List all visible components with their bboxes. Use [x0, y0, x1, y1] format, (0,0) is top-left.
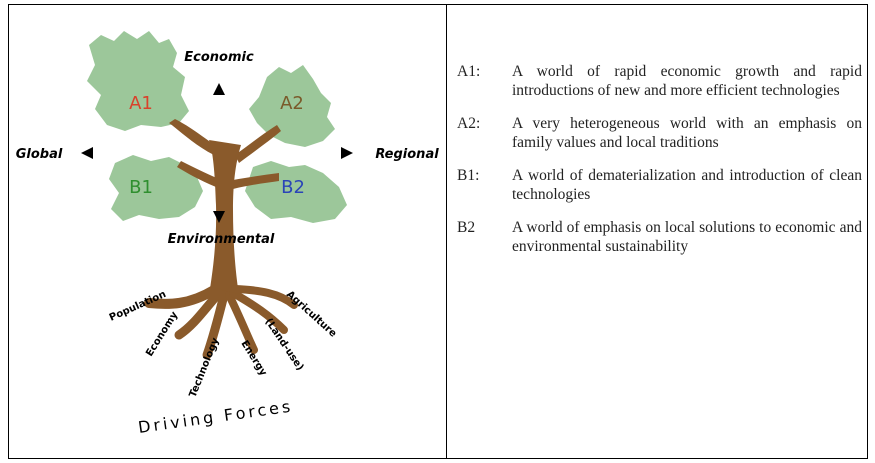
quadrant-label-a2: A2: [280, 93, 304, 114]
root-label-agriculture: Agriculture: [284, 289, 339, 340]
quadrant-label-b1: B1: [129, 177, 153, 198]
legend-code: A1:: [457, 63, 481, 80]
legend-entry-a2: A2: A very heterogeneous world with an e…: [457, 114, 862, 152]
legend-description: A world of rapid economic growth and rap…: [512, 63, 862, 99]
panel-divider: [446, 4, 447, 459]
legend-code: B2: [457, 219, 476, 236]
legend-entry-b1: B1: A world of dematerialization and int…: [457, 166, 862, 204]
foliage-b1: [109, 155, 203, 221]
root-label-technology: Technology: [188, 336, 222, 399]
scenario-tree-diagram: Economic Environmental Global Regional A…: [9, 5, 445, 458]
axis-label-left: Global: [16, 147, 63, 162]
branch-left-upper: [169, 119, 217, 155]
legend-entry-a1: A1: A world of rapid economic growth and…: [457, 62, 862, 100]
figure-frame: [8, 4, 868, 459]
axis-label-top: Economic: [184, 50, 254, 65]
arrow-right-icon: [341, 147, 353, 159]
quadrant-label-b2: B2: [281, 177, 305, 198]
tree-trunk: [209, 140, 241, 295]
roots: [144, 285, 298, 360]
foliage-a2: [249, 65, 335, 147]
legend-code: B1:: [457, 167, 480, 184]
legend-description: A very heterogeneous world with an empha…: [512, 115, 862, 151]
legend-code: A2:: [457, 115, 481, 132]
branch-right-upper: [235, 125, 281, 163]
axis-label-right: Regional: [375, 147, 439, 162]
scenario-legend: A1: A world of rapid economic growth and…: [457, 62, 862, 270]
arrow-left-icon: [81, 147, 93, 159]
quadrant-label-a1: A1: [129, 93, 153, 114]
foliage-a1: [87, 31, 189, 131]
legend-description: A world of emphasis on local solutions t…: [512, 219, 862, 255]
legend-description: A world of dematerialization and introdu…: [512, 167, 862, 203]
branch-right-lower: [233, 173, 279, 189]
driving-forces-caption: Driving Forces: [137, 396, 294, 437]
legend-entry-b2: B2 A world of emphasis on local solution…: [457, 218, 862, 256]
arrow-down-icon: [213, 211, 225, 223]
branch-left-lower: [177, 161, 219, 187]
axis-label-bottom: Environmental: [168, 232, 275, 247]
arrow-up-icon: [213, 83, 225, 95]
